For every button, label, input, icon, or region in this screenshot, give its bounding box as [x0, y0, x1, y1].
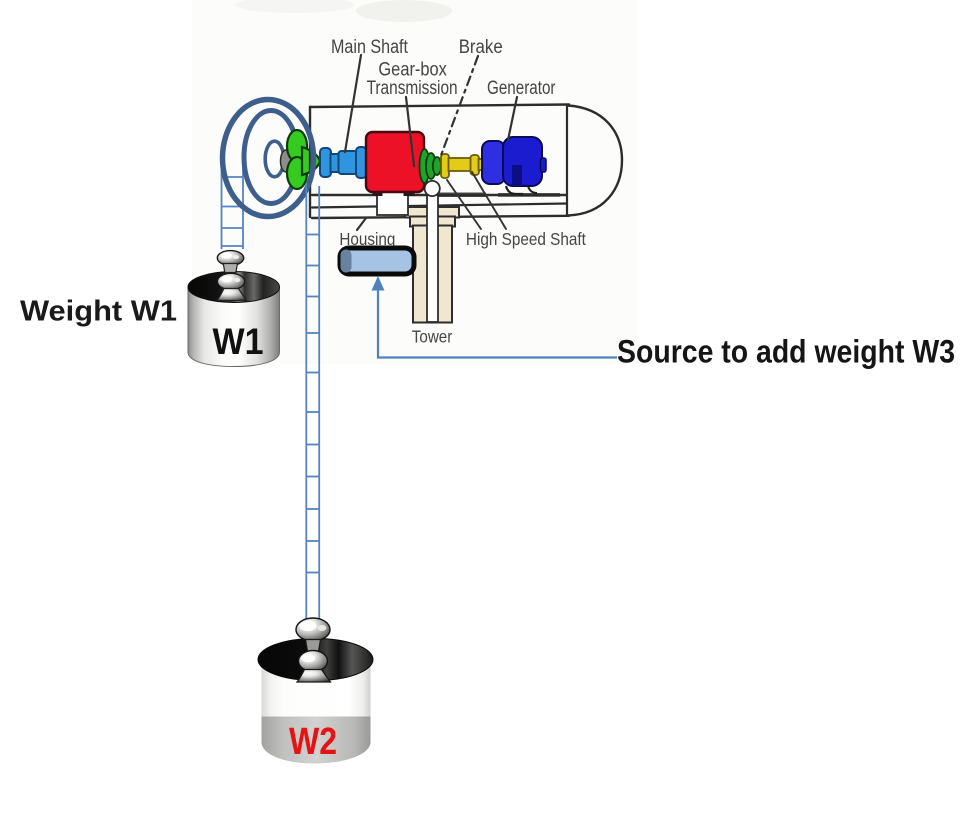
svg-text:Housing: Housing [339, 229, 395, 249]
svg-text:Brake: Brake [459, 37, 503, 58]
svg-text:Main Shaft: Main Shaft [331, 37, 409, 58]
svg-text:Source to add weight W3: Source to add weight W3 [617, 334, 955, 370]
svg-text:Generator: Generator [487, 78, 556, 99]
svg-text:Weight W1: Weight W1 [20, 296, 177, 328]
svg-text:Tower: Tower [412, 327, 453, 347]
svg-text:W2: W2 [289, 721, 337, 763]
svg-text:W1: W1 [213, 321, 264, 362]
svg-text:Gear-box: Gear-box [378, 60, 447, 81]
svg-text:High Speed Shaft: High Speed Shaft [466, 229, 586, 249]
svg-text:Transmission: Transmission [367, 78, 458, 99]
